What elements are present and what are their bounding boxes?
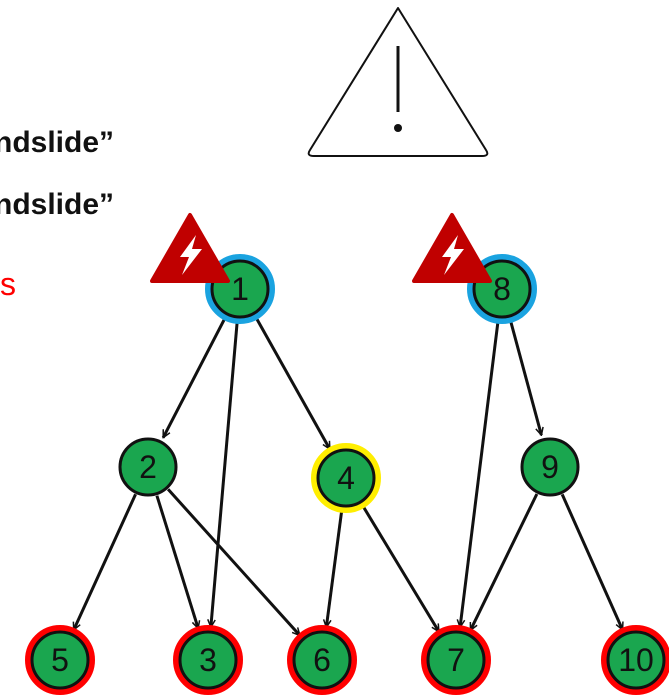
edge-2-to-6	[166, 488, 300, 635]
node-6: 6	[287, 625, 357, 695]
lightning-alert-icon	[412, 213, 492, 283]
edge-4-to-7	[360, 502, 441, 632]
node-3: 3	[173, 625, 243, 695]
node-9: 9	[520, 437, 580, 497]
caption-line-2: ndslide”	[0, 188, 115, 221]
edge-1-to-2	[161, 314, 228, 438]
node-circle	[292, 630, 352, 690]
node-5: 5	[25, 625, 95, 695]
caption-line-3: s	[0, 266, 16, 302]
node-circle	[178, 630, 238, 690]
node-circle	[316, 448, 376, 508]
edge-2-to-5	[72, 493, 137, 630]
lightning-alert-icon	[150, 213, 230, 283]
node-10: 10	[601, 625, 669, 695]
edge-4-to-6	[326, 507, 344, 628]
node-label: 3	[199, 642, 217, 678]
node-ring-impacted	[173, 625, 243, 695]
edge-2-to-3	[155, 495, 198, 629]
node-2: 2	[118, 437, 178, 497]
node-label: 10	[618, 642, 654, 678]
node-ring-impacted	[601, 625, 669, 695]
node-label: 5	[51, 642, 69, 678]
node-circle	[520, 437, 580, 497]
edge-9-to-7	[469, 493, 539, 630]
edge-8-to-7	[460, 318, 500, 627]
node-ring-source	[467, 254, 537, 324]
node-ring-source	[205, 254, 275, 324]
node-ring-impacted	[25, 625, 95, 695]
node-7: 7	[421, 625, 491, 695]
node-ring-impacted	[421, 625, 491, 695]
node-label: 2	[139, 449, 157, 485]
edge-8-to-9	[508, 317, 542, 435]
node-ring-impacted	[287, 625, 357, 695]
node-circle	[426, 630, 486, 690]
node-label: 8	[493, 271, 511, 307]
node-label: 4	[337, 460, 355, 496]
warning-triangle-icon	[307, 7, 489, 157]
caption-line-1: ndslide”	[0, 126, 115, 159]
node-label: 9	[541, 449, 559, 485]
node-label: 6	[313, 642, 331, 678]
node-4: 4	[311, 443, 381, 513]
edge-1-to-4	[253, 314, 332, 449]
node-label: 7	[447, 642, 465, 678]
edge-1-to-3	[211, 318, 239, 627]
node-label: 1	[231, 271, 249, 307]
edge-9-to-10	[560, 493, 624, 629]
node-circle	[30, 630, 90, 690]
node-circle	[606, 630, 666, 690]
node-circle	[118, 437, 178, 497]
node-ring-highlight	[311, 443, 381, 513]
